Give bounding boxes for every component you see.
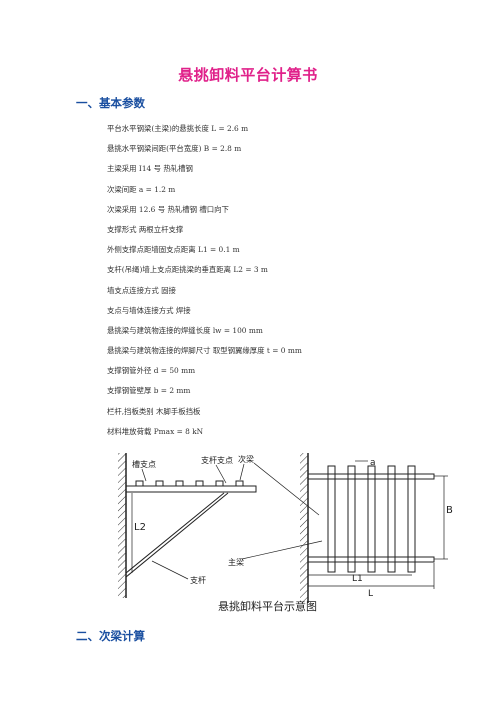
secondary-beam-section <box>155 480 164 487</box>
section-heading-basic-params: 一、基本参数 <box>76 96 145 110</box>
secondary-beam-plan <box>327 465 336 573</box>
label-l1: L1 <box>352 574 363 584</box>
param-line: 支撑形式 两根立杆支撑 <box>107 224 184 234</box>
label-main-beam: 主梁 <box>228 557 244 567</box>
param-line: 悬挑梁与建筑物连接的焊脚尺寸 取型钢翼缘厚度 t = 0 mm <box>107 346 302 356</box>
label-secondary-beam: 次梁 <box>238 454 254 464</box>
secondary-beam-section <box>215 480 224 487</box>
leader-brace <box>151 560 189 580</box>
param-line: 材料堆放荷载 Pmax = 8 kN <box>107 426 204 436</box>
label-b: B <box>446 505 453 516</box>
brace-line <box>125 492 229 578</box>
secondary-beam-plan <box>387 465 396 573</box>
leader-groove <box>141 468 147 482</box>
main-beam-side <box>125 485 257 493</box>
section-heading-secondary-beam: 二、次梁计算 <box>76 629 145 643</box>
label-groove: 槽支点 <box>132 459 156 469</box>
main-beam-plan <box>307 473 435 480</box>
document-title: 悬挑卸料平台计算书 <box>178 66 318 84</box>
secondary-beam-plan <box>347 465 356 573</box>
secondary-beam-plan <box>367 465 376 573</box>
secondary-beam-plan <box>407 465 416 573</box>
secondary-beam-section <box>175 480 184 487</box>
side-view: L2 槽支点 支杆支点 次梁 主梁 支杆 <box>118 453 323 598</box>
label-a: a <box>370 458 376 468</box>
diagram-caption: 悬挑卸料平台示意图 <box>218 599 317 613</box>
param-line: 悬挑水平钢梁间距(平台宽度) B = 2.8 m <box>107 144 242 154</box>
plan-view: a B L1 L <box>300 453 453 603</box>
leader-brace-point <box>215 464 227 484</box>
param-line: 平台水平钢梁(主梁)的悬挑长度 L = 2.6 m <box>107 124 249 133</box>
param-line: 悬挑梁与建筑物连接的焊缝长度 lw = 100 mm <box>107 325 263 335</box>
leader-main-beam <box>241 540 323 560</box>
param-line: 墙支点连接方式 固接 <box>107 285 176 295</box>
param-line: 支点与墙体连接方式 焊接 <box>107 305 191 315</box>
param-line: 次梁采用 12.6 号 热轧槽钢 槽口向下 <box>107 204 229 214</box>
param-line: 支杆(吊绳)墙上支点距挑梁的垂直距离 L2 = 3 m <box>107 265 268 275</box>
label-l: L <box>368 589 373 599</box>
param-line: 支撑钢管外径 d = 50 mm <box>107 366 196 376</box>
label-l2: L2 <box>134 522 146 533</box>
leader-secondary-beam-plan <box>253 462 320 516</box>
param-line: 栏杆,挡板类别 木脚手板挡板 <box>107 406 201 416</box>
param-line: 主梁采用 I14 号 热轧槽钢 <box>107 164 193 174</box>
param-line: 次梁间距 a = 1.2 m <box>107 184 176 194</box>
param-line: 支撑钢管壁厚 b = 2 mm <box>107 386 191 396</box>
label-brace: 支杆 <box>190 575 206 585</box>
secondary-beam-section <box>235 480 244 487</box>
leader-secondary-beam <box>239 463 245 481</box>
param-line: 外侧支撑点距墙固支点距离 L1 = 0.1 m <box>107 245 240 255</box>
brace-line <box>125 492 225 574</box>
wall-hatch <box>118 453 126 598</box>
platform-diagram: L2 槽支点 支杆支点 次梁 主梁 支杆 a B <box>118 453 453 613</box>
main-beam-plan <box>307 556 435 563</box>
secondary-beam-section <box>135 480 144 487</box>
label-brace-point: 支杆支点 <box>201 455 233 465</box>
parameter-list: 平台水平钢梁(主梁)的悬挑长度 L = 2.6 m 悬挑水平钢梁间距(平台宽度)… <box>107 119 467 442</box>
secondary-beam-section <box>195 480 204 487</box>
plan-wall-hatch <box>300 453 308 603</box>
